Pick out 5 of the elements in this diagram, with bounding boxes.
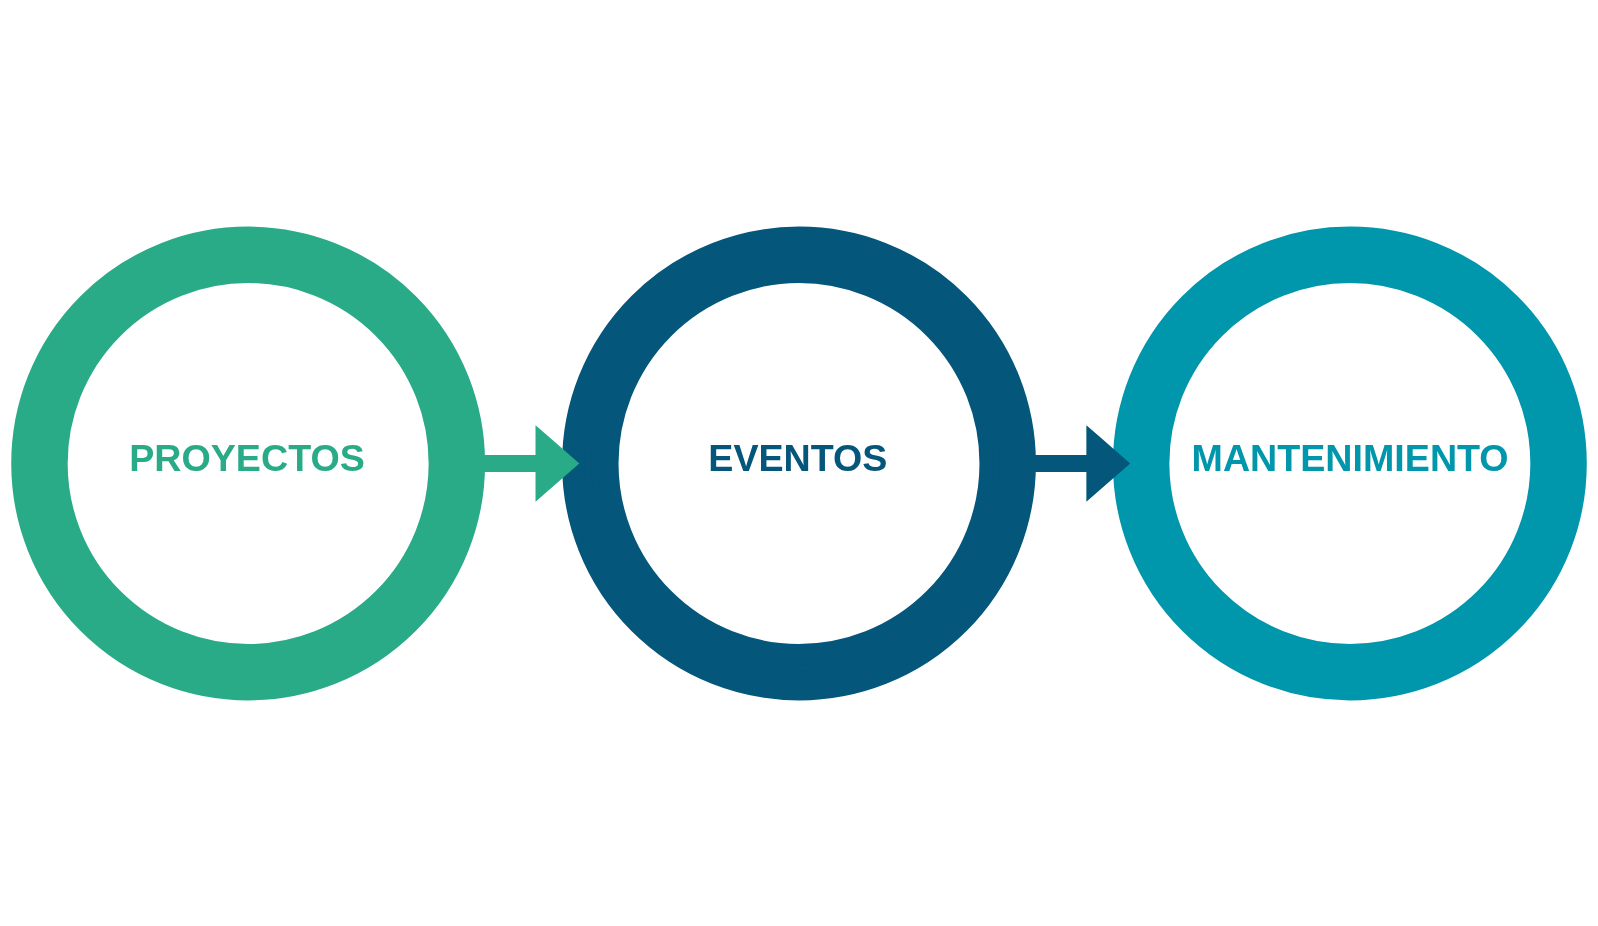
node-circle: MANTENIMIENTO [1112,226,1587,700]
arrow [481,424,580,502]
node-circle: PROYECTOS [11,226,486,700]
node-circle: EVENTOS [562,226,1036,700]
arrow [1032,424,1131,502]
